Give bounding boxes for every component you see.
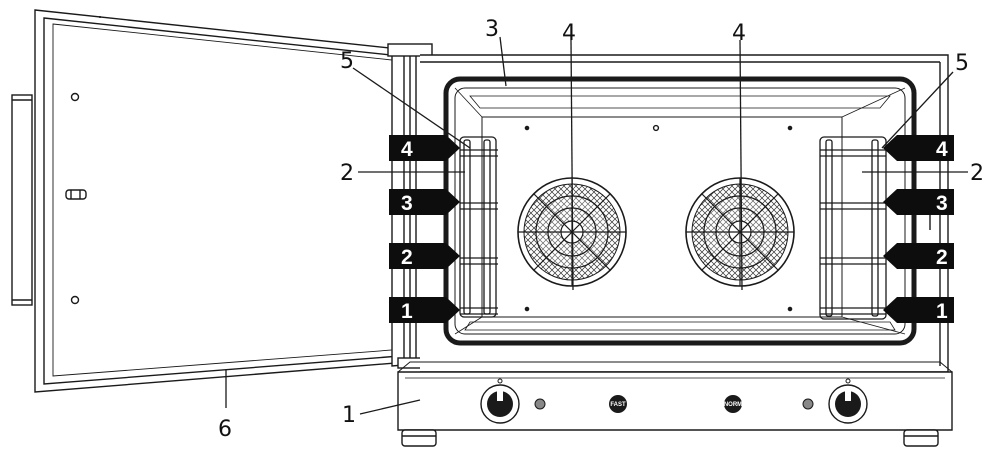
left-rack (459, 136, 498, 318)
callout-4-left: 4 (562, 21, 576, 46)
callout-4-right: 4 (732, 21, 746, 46)
right-shelf-tag-label: 1 (936, 300, 948, 323)
right-shelf-tags: 4 3 2 1 (883, 135, 954, 323)
callout-6: 6 (218, 417, 232, 442)
oven-body (420, 54, 949, 373)
right-shelf-tag-4: 4 (883, 135, 954, 161)
left-shelf-tag-label: 2 (401, 246, 413, 269)
callout-1: 1 (342, 403, 356, 428)
right-shelf-tag-label: 4 (936, 138, 948, 161)
right-shelf-tag-3: 3 (883, 189, 954, 215)
right-shelf-tag-1: 1 (883, 297, 954, 323)
left-shelf-tag-4: 4 (389, 135, 460, 161)
left-knob[interactable] (480, 378, 520, 424)
fast-button-label: FAST (610, 402, 626, 408)
norm-button[interactable]: NORM (724, 395, 742, 413)
right-shelf-tag-label: 2 (936, 246, 948, 269)
left-shelf-tag-2: 2 (389, 243, 460, 269)
left-shelf-tag-label: 1 (401, 300, 413, 323)
left-indicator-lamp (534, 398, 546, 410)
right-shelf-tag-label: 3 (936, 192, 948, 215)
left-shelf-tag-label: 4 (401, 138, 413, 161)
callout-5-left: 5 (340, 49, 354, 74)
fast-button[interactable]: FAST (609, 395, 627, 413)
right-rack (819, 136, 887, 320)
right-shelf-tag-2: 2 (883, 243, 954, 269)
callout-2-right: 2 (970, 161, 984, 186)
right-knob[interactable] (828, 378, 868, 424)
callout-5-right: 5 (955, 51, 969, 76)
control-panel (397, 361, 953, 447)
right-fan (685, 177, 795, 287)
norm-button-label: NORM (724, 402, 742, 408)
left-shelf-tags: 4 3 2 1 (389, 135, 460, 323)
left-shelf-tag-label: 3 (401, 192, 413, 215)
leader-lines (225, 36, 968, 415)
callout-2-left: 2 (340, 161, 354, 186)
callout-3: 3 (485, 17, 499, 42)
right-indicator-lamp (802, 398, 814, 410)
oven-door (11, 9, 433, 393)
left-shelf-tag-3: 3 (389, 189, 460, 215)
left-shelf-tag-1: 1 (389, 297, 460, 323)
